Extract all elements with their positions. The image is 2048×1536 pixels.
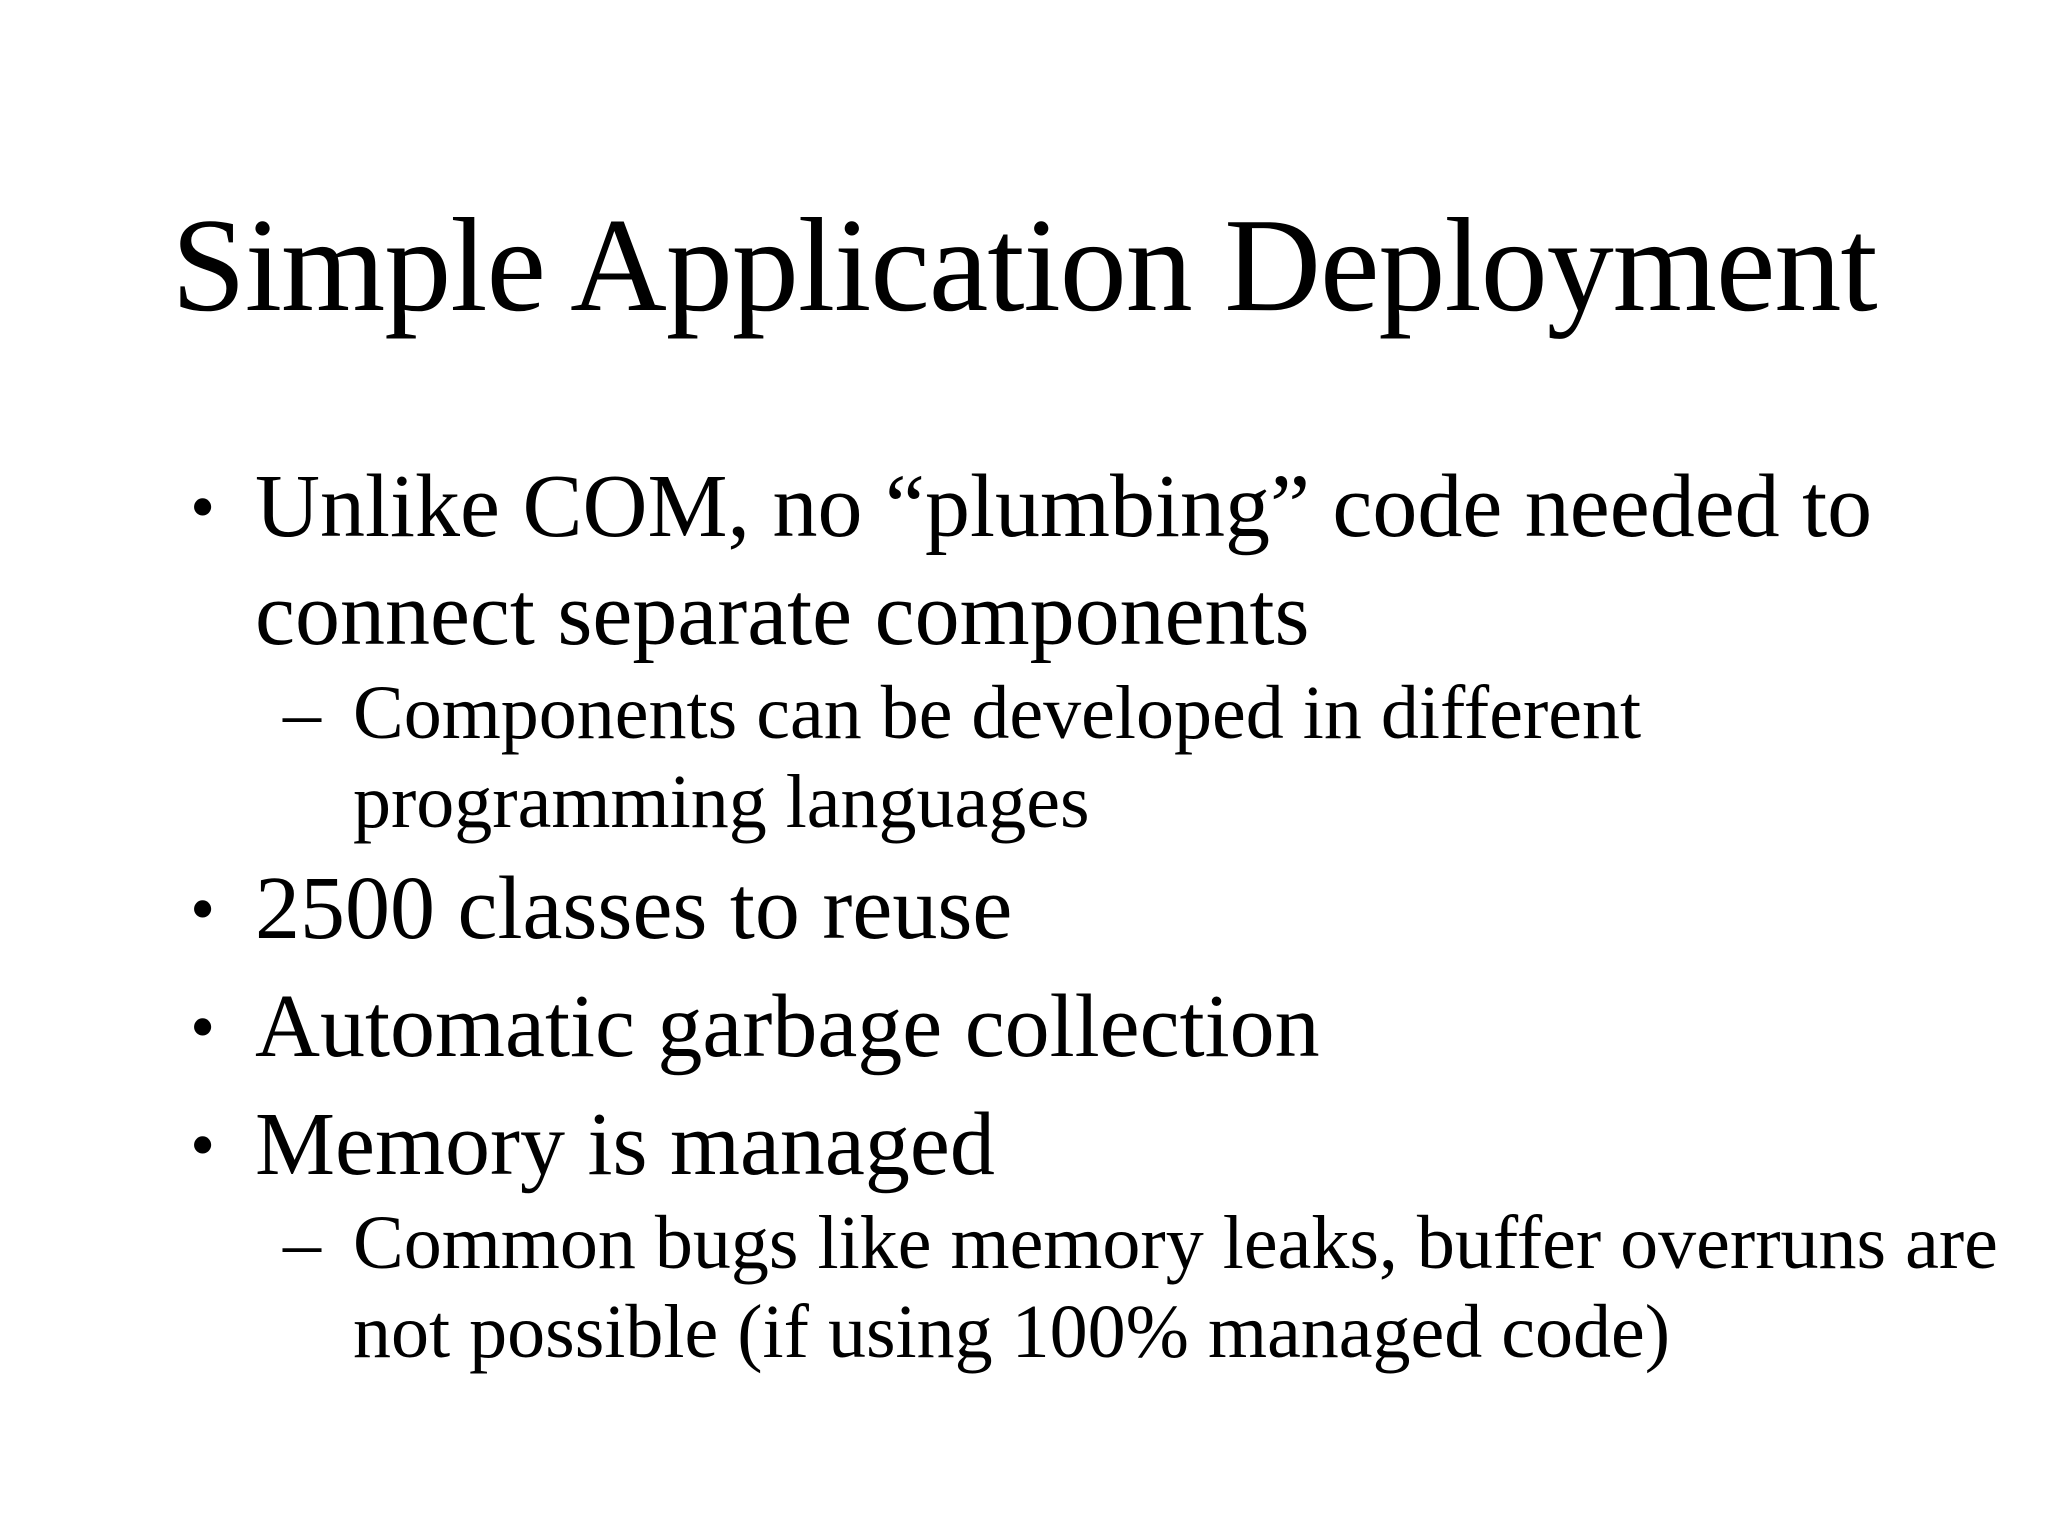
slide-title: Simple Application Deployment	[171, 191, 1877, 339]
sub-bullet-text: Components can be developed in different…	[353, 671, 1642, 844]
bullet-item: • Memory is managed	[0, 1091, 2048, 1199]
bullet-icon: •	[190, 467, 216, 547]
bullet-icon: •	[190, 986, 216, 1067]
bullet-item: • 2500 classes to reuse	[0, 855, 2048, 963]
sub-bullet-item: – Common bugs like memory leaks, buffer …	[0, 1199, 2048, 1377]
bullet-text: 2500 classes to reuse	[255, 858, 1013, 958]
bullet-icon: •	[190, 1104, 216, 1185]
dash-icon: –	[283, 1200, 321, 1285]
sub-bullet-text: Common bugs like memory leaks, buffer ov…	[353, 1200, 1998, 1374]
bullet-text: Automatic garbage collection	[255, 976, 1320, 1076]
sub-bullet-item: – Components can be developed in differe…	[0, 669, 2048, 847]
bullet-text: Memory is managed	[255, 1094, 995, 1194]
bullet-icon: •	[190, 868, 216, 949]
bullet-list: • Unlike COM, no “plumbing” code needed …	[0, 453, 2048, 1377]
dash-icon: –	[283, 671, 321, 755]
bullet-text: Unlike COM, no “plumbing” code needed to…	[255, 457, 1873, 664]
bullet-item: • Automatic garbage collection	[0, 973, 2048, 1081]
bullet-item: • Unlike COM, no “plumbing” code needed …	[0, 453, 2048, 669]
